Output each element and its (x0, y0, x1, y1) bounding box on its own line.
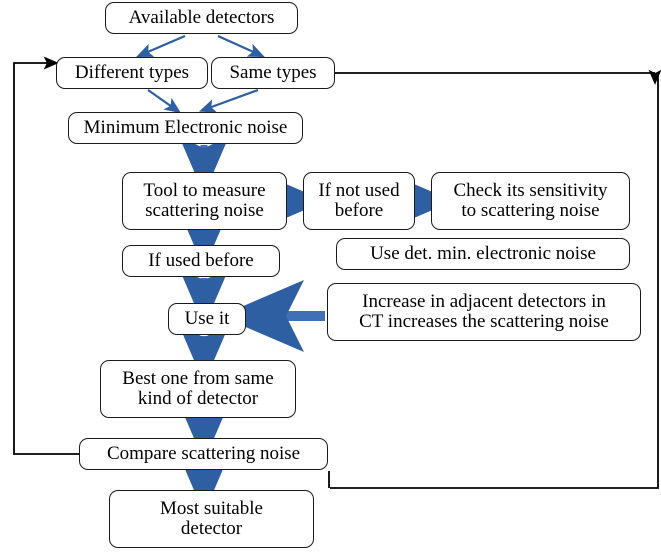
node-if-not-used-before[interactable]: If not used before (303, 172, 415, 230)
node-if-used-before[interactable]: If used before (122, 245, 280, 277)
connector-left-loop (13, 56, 79, 455)
node-best-one-from-same-kind[interactable]: Best one from same kind of detector (100, 360, 296, 418)
node-compare-scattering-noise[interactable]: Compare scattering noise (79, 438, 328, 470)
node-most-suitable-detector[interactable]: Most suitable detector (109, 490, 314, 548)
node-tool-to-measure-scattering-noise[interactable]: Tool to measure scattering noise (122, 172, 287, 230)
node-use-it[interactable]: Use it (168, 303, 246, 335)
connector-right-edge-down (330, 73, 659, 489)
node-use-det-min-electronic-noise[interactable]: Use det. min. electronic noise (336, 238, 630, 270)
node-minimum-electronic-noise[interactable]: Minimum Electronic noise (68, 112, 303, 144)
connector-different-to-minimum (147, 89, 182, 114)
connector-same-to-minimum (198, 88, 259, 113)
node-increase-in-adjacent-detectors[interactable]: Increase in adjacent detectors in CT inc… (327, 283, 641, 341)
connector-available-to-same (217, 34, 265, 58)
node-check-its-sensitivity[interactable]: Check its sensitivity to scattering nois… (431, 172, 630, 230)
node-available-detectors[interactable]: Available detectors (105, 2, 298, 34)
connector-available-to-different (136, 34, 186, 57)
node-same-types[interactable]: Same types (211, 57, 335, 89)
node-different-types[interactable]: Different types (56, 57, 208, 89)
